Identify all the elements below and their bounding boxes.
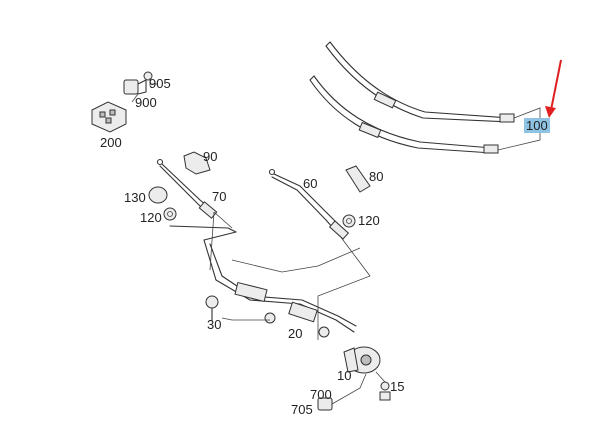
pointer-arrow-icon (545, 59, 562, 118)
wiper-blade-upper[interactable] (325, 41, 515, 123)
label-70: 70 (212, 189, 227, 204)
label-120-left: 120 (140, 210, 162, 225)
part-200[interactable] (91, 101, 127, 133)
label-20: 20 (288, 326, 303, 341)
part-700-705[interactable] (317, 373, 367, 411)
part-130[interactable] (148, 186, 168, 204)
label-120-right: 120 (358, 213, 380, 228)
part-120-left[interactable] (163, 207, 177, 221)
label-100-highlighted[interactable]: 100 (524, 118, 550, 133)
label-905: 905 (149, 76, 171, 91)
label-80: 80 (369, 169, 384, 184)
label-700: 700 (310, 387, 332, 402)
part-120-right[interactable] (342, 214, 356, 228)
part-900-905[interactable] (123, 71, 158, 103)
label-90: 90 (203, 149, 218, 164)
part-30[interactable] (205, 295, 270, 321)
wiper-arm-60[interactable] (268, 168, 350, 240)
wiper-motor-10[interactable] (343, 346, 381, 374)
wiper-blade-lower[interactable] (309, 75, 499, 154)
label-130: 130 (124, 190, 146, 205)
part-80[interactable] (345, 165, 371, 193)
label-900: 900 (135, 95, 157, 110)
label-200: 200 (100, 135, 122, 150)
label-10: 10 (337, 368, 352, 383)
wiper-arm-70[interactable] (156, 158, 233, 229)
label-705: 705 (291, 402, 313, 417)
label-60: 60 (303, 176, 318, 191)
part-90[interactable] (183, 151, 211, 175)
label-15: 15 (390, 379, 405, 394)
label-30: 30 (207, 317, 222, 332)
wiper-linkage-20[interactable] (169, 211, 371, 340)
part-15[interactable] (375, 371, 391, 401)
